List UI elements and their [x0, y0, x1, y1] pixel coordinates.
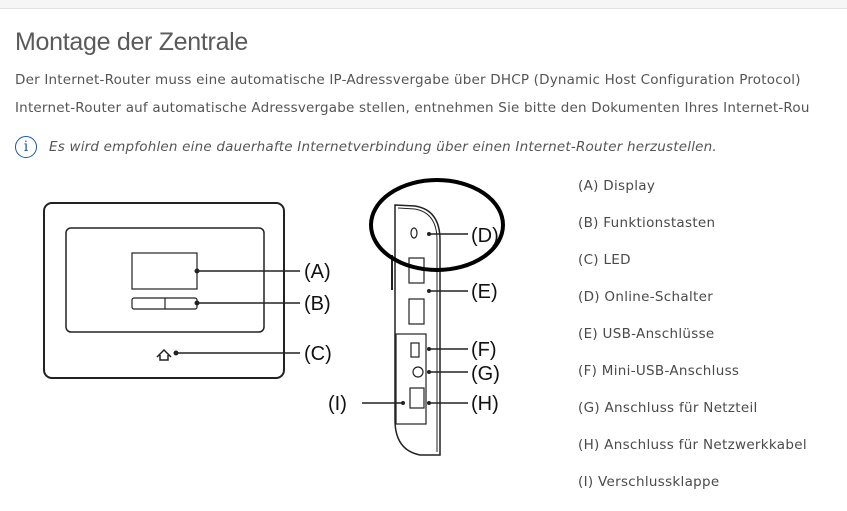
legend-item: (F) Mini-USB-Anschluss	[578, 363, 740, 379]
legend-item: (H) Anschluss für Netzwerkkabel	[578, 437, 807, 453]
legend-item: (C) LED	[578, 252, 631, 268]
label-i: (I)	[328, 393, 347, 415]
paragraph-line-2: Internet-Router auf automatische Adressv…	[15, 100, 810, 116]
top-bar	[0, 0, 847, 9]
home-led-icon	[156, 348, 172, 361]
label-h: (H)	[471, 393, 499, 415]
legend-item: (G) Anschluss für Netzteil	[578, 400, 758, 416]
page-title: Montage der Zentrale	[15, 28, 249, 56]
label-c: (C)	[304, 343, 332, 365]
label-e: (E)	[471, 281, 498, 303]
component-legend: (A) Display (B) Funktionstasten (C) LED …	[578, 178, 807, 511]
label-g: (G)	[471, 363, 500, 385]
label-f: (F)	[471, 339, 497, 361]
label-a: (A)	[304, 261, 331, 283]
paragraph-line-1: Der Internet-Router muss eine automatisc…	[15, 72, 801, 88]
label-b: (B)	[304, 293, 331, 315]
label-d: (D)	[471, 225, 499, 247]
display	[131, 252, 198, 290]
front-view	[43, 202, 300, 379]
info-text: Es wird empfohlen eine dauerhafte Intern…	[49, 139, 717, 155]
side-view	[362, 178, 505, 456]
info-circle-icon: i	[15, 136, 37, 158]
legend-item: (I) Verschlussklappe	[578, 474, 720, 490]
info-note: i Es wird empfohlen eine dauerhafte Inte…	[15, 136, 717, 158]
legend-item: (B) Funktionstasten	[578, 215, 716, 231]
legend-item: (E) USB-Anschlüsse	[578, 326, 715, 342]
legend-item: (D) Online-Schalter	[578, 289, 714, 305]
legend-item: (A) Display	[578, 178, 656, 194]
highlight-circle	[369, 178, 505, 272]
